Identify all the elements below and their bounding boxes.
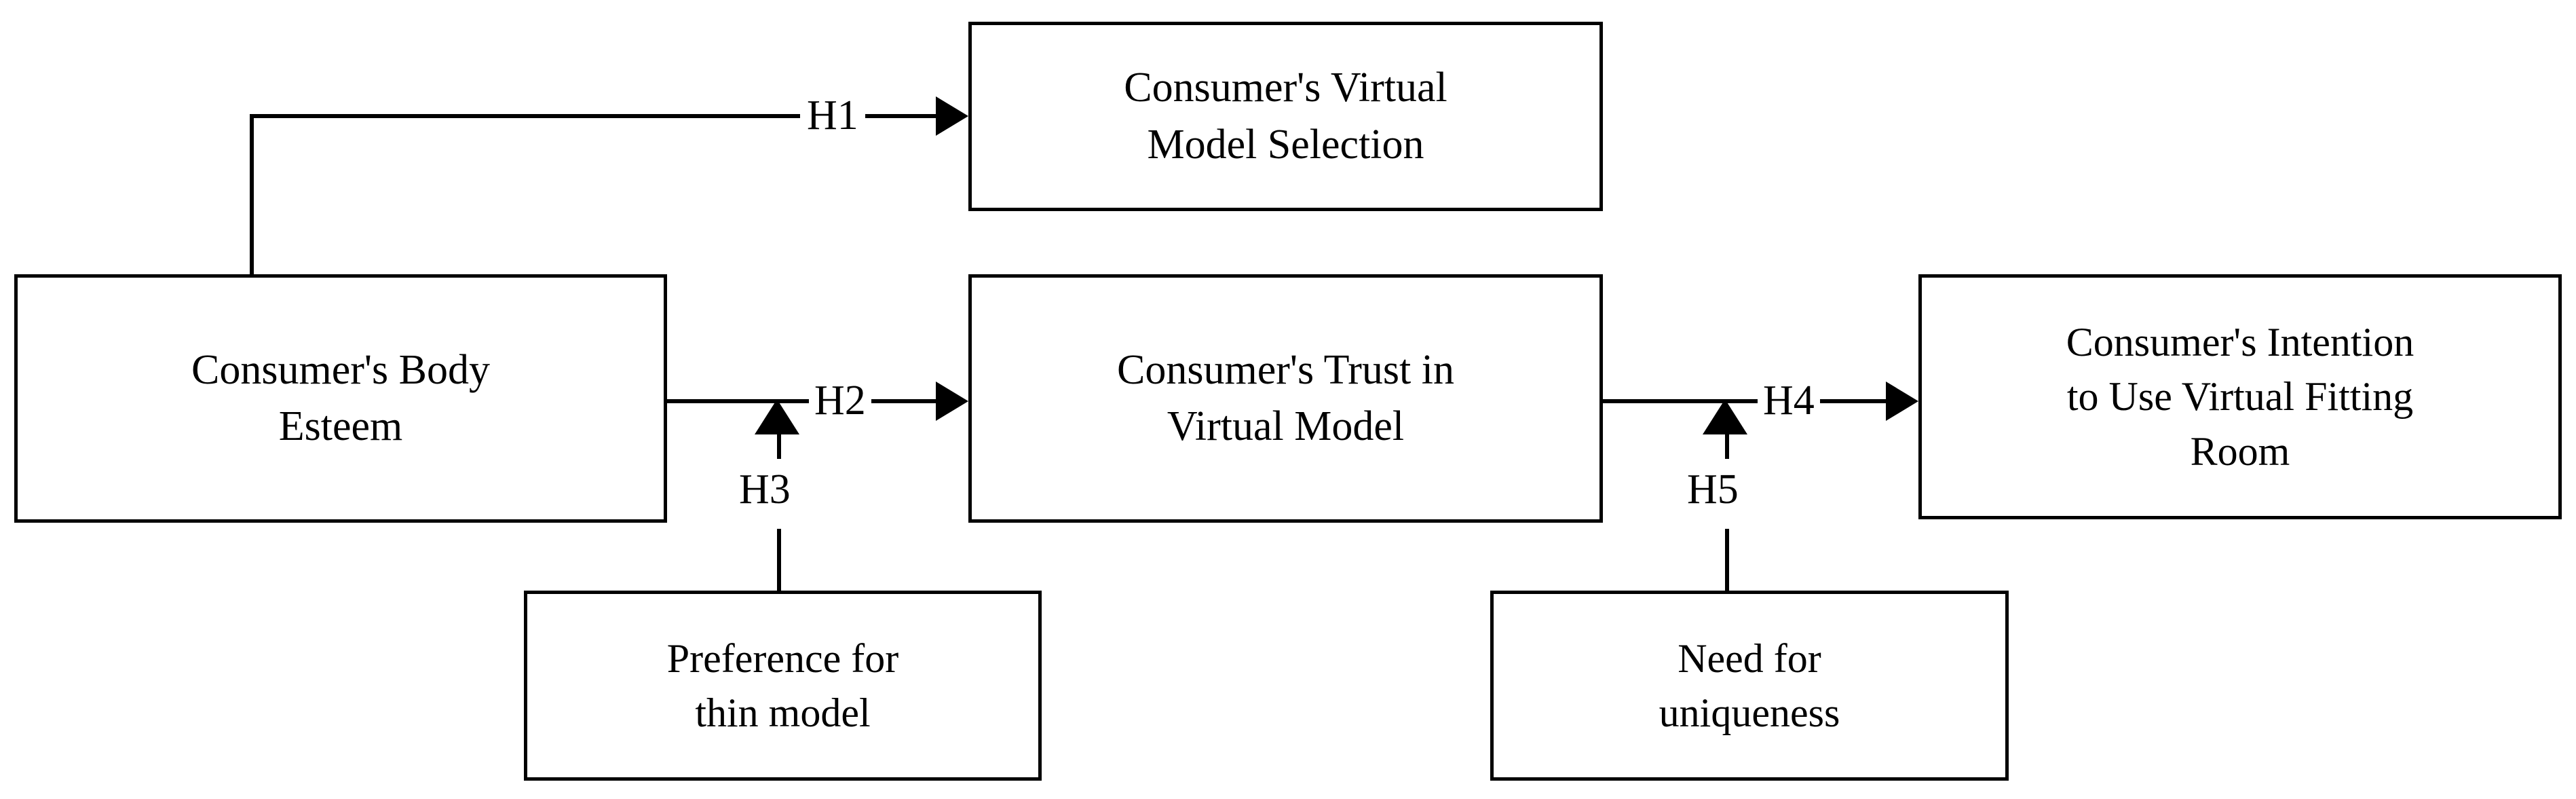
node-consumers-intention-to-use-virtual-fitting-room: Consumer's Intention to Use Virtual Fitt… xyxy=(1918,274,2562,519)
edge-h5-arrowhead-icon xyxy=(1703,399,1747,434)
node-preference-for-thin-model: Preference for thin model xyxy=(524,591,1042,781)
edge-h5-vertical-segment-upper xyxy=(1725,432,1729,459)
node-consumers-trust-in-virtual-model: Consumer's Trust in Virtual Model xyxy=(968,274,1603,523)
edge-h1-horizontal-segment xyxy=(250,114,936,118)
edge-h2-horizontal-segment xyxy=(667,399,936,403)
edge-h2-arrowhead-icon xyxy=(936,382,968,421)
edge-h3-vertical-segment-lower xyxy=(777,529,781,591)
edge-label-h1: H1 xyxy=(800,94,865,136)
edge-h1-vertical-segment xyxy=(250,114,254,276)
edge-label-h2: H2 xyxy=(809,379,871,422)
edge-h5-vertical-segment-lower xyxy=(1725,529,1729,591)
edge-h3-vertical-segment-upper xyxy=(777,432,781,459)
node-label: Consumer's Body Esteem xyxy=(191,346,491,449)
node-label: Consumer's Virtual Model Selection xyxy=(1124,64,1447,168)
edge-label-h3: H3 xyxy=(739,466,791,513)
node-need-for-uniqueness: Need for uniqueness xyxy=(1490,591,2009,781)
edge-label-h5: H5 xyxy=(1687,466,1739,513)
edge-h1-arrowhead-icon xyxy=(936,96,968,136)
node-label: Consumer's Intention to Use Virtual Fitt… xyxy=(2066,319,2414,474)
node-label: Preference for thin model xyxy=(666,635,899,735)
edge-h4-arrowhead-icon xyxy=(1886,382,1918,421)
node-consumers-body-esteem: Consumer's Body Esteem xyxy=(14,274,667,523)
edge-h3-arrowhead-icon xyxy=(755,399,799,434)
node-label: Need for uniqueness xyxy=(1659,635,1840,735)
edge-label-h4: H4 xyxy=(1758,379,1820,422)
node-label: Consumer's Trust in Virtual Model xyxy=(1117,346,1454,449)
node-consumers-virtual-model-selection: Consumer's Virtual Model Selection xyxy=(968,22,1603,211)
